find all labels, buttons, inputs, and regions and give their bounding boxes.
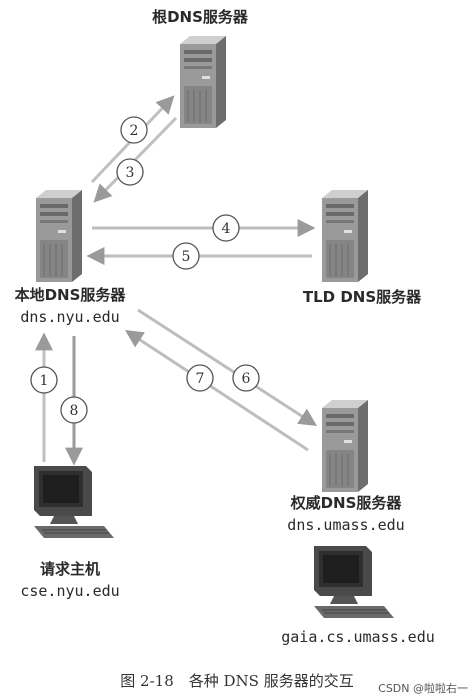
- authoritative-dns-host: dns.umass.edu: [287, 516, 404, 534]
- watermark-text: CSDN @啦啦右一: [378, 681, 468, 695]
- step-circle-5: 5: [172, 242, 200, 270]
- figure-caption: 图 2-18 各种 DNS 服务器的交互: [120, 672, 353, 690]
- step-2-label: 2: [130, 123, 139, 139]
- step-7-label: 7: [196, 371, 205, 387]
- step-4-label: 4: [222, 221, 231, 237]
- requesting-host-computer-icon: [33, 465, 115, 539]
- requesting-host-name: cse.nyu.edu: [20, 582, 119, 600]
- step-8-label: 8: [70, 403, 79, 419]
- authoritative-dns-label: 权威DNS服务器: [290, 494, 403, 512]
- arrow-6: [137, 308, 318, 426]
- root-dns-server-icon: [179, 35, 227, 129]
- step-circle-8: 8: [60, 396, 88, 424]
- step-5-label: 5: [182, 249, 191, 265]
- local-dns-host: dns.nyu.edu: [20, 308, 119, 326]
- tld-dns-label: TLD DNS服务器: [303, 288, 422, 306]
- target-host-name: gaia.cs.umass.edu: [281, 628, 435, 646]
- local-dns-server-icon: [35, 189, 83, 283]
- local-dns-label: 本地DNS服务器: [15, 286, 127, 304]
- target-host-computer-icon: [313, 545, 395, 619]
- step-circle-7: 7: [186, 364, 214, 392]
- step-circle-2: 2: [120, 116, 148, 144]
- step-6-label: 6: [242, 371, 251, 387]
- arrow-3: [93, 116, 178, 203]
- tld-dns-server-icon: [321, 189, 369, 283]
- authoritative-dns-server-icon: [321, 399, 369, 493]
- step-circle-6: 6: [232, 364, 260, 392]
- step-3-label: 3: [126, 165, 135, 181]
- step-1-label: 1: [40, 373, 49, 389]
- arrow-7: [124, 330, 309, 452]
- requesting-host-label: 请求主机: [40, 560, 100, 578]
- step-circle-3: 3: [116, 158, 144, 186]
- step-circle-1: 1: [30, 366, 58, 394]
- root-dns-label: 根DNS服务器: [152, 8, 249, 26]
- step-circle-4: 4: [212, 214, 240, 242]
